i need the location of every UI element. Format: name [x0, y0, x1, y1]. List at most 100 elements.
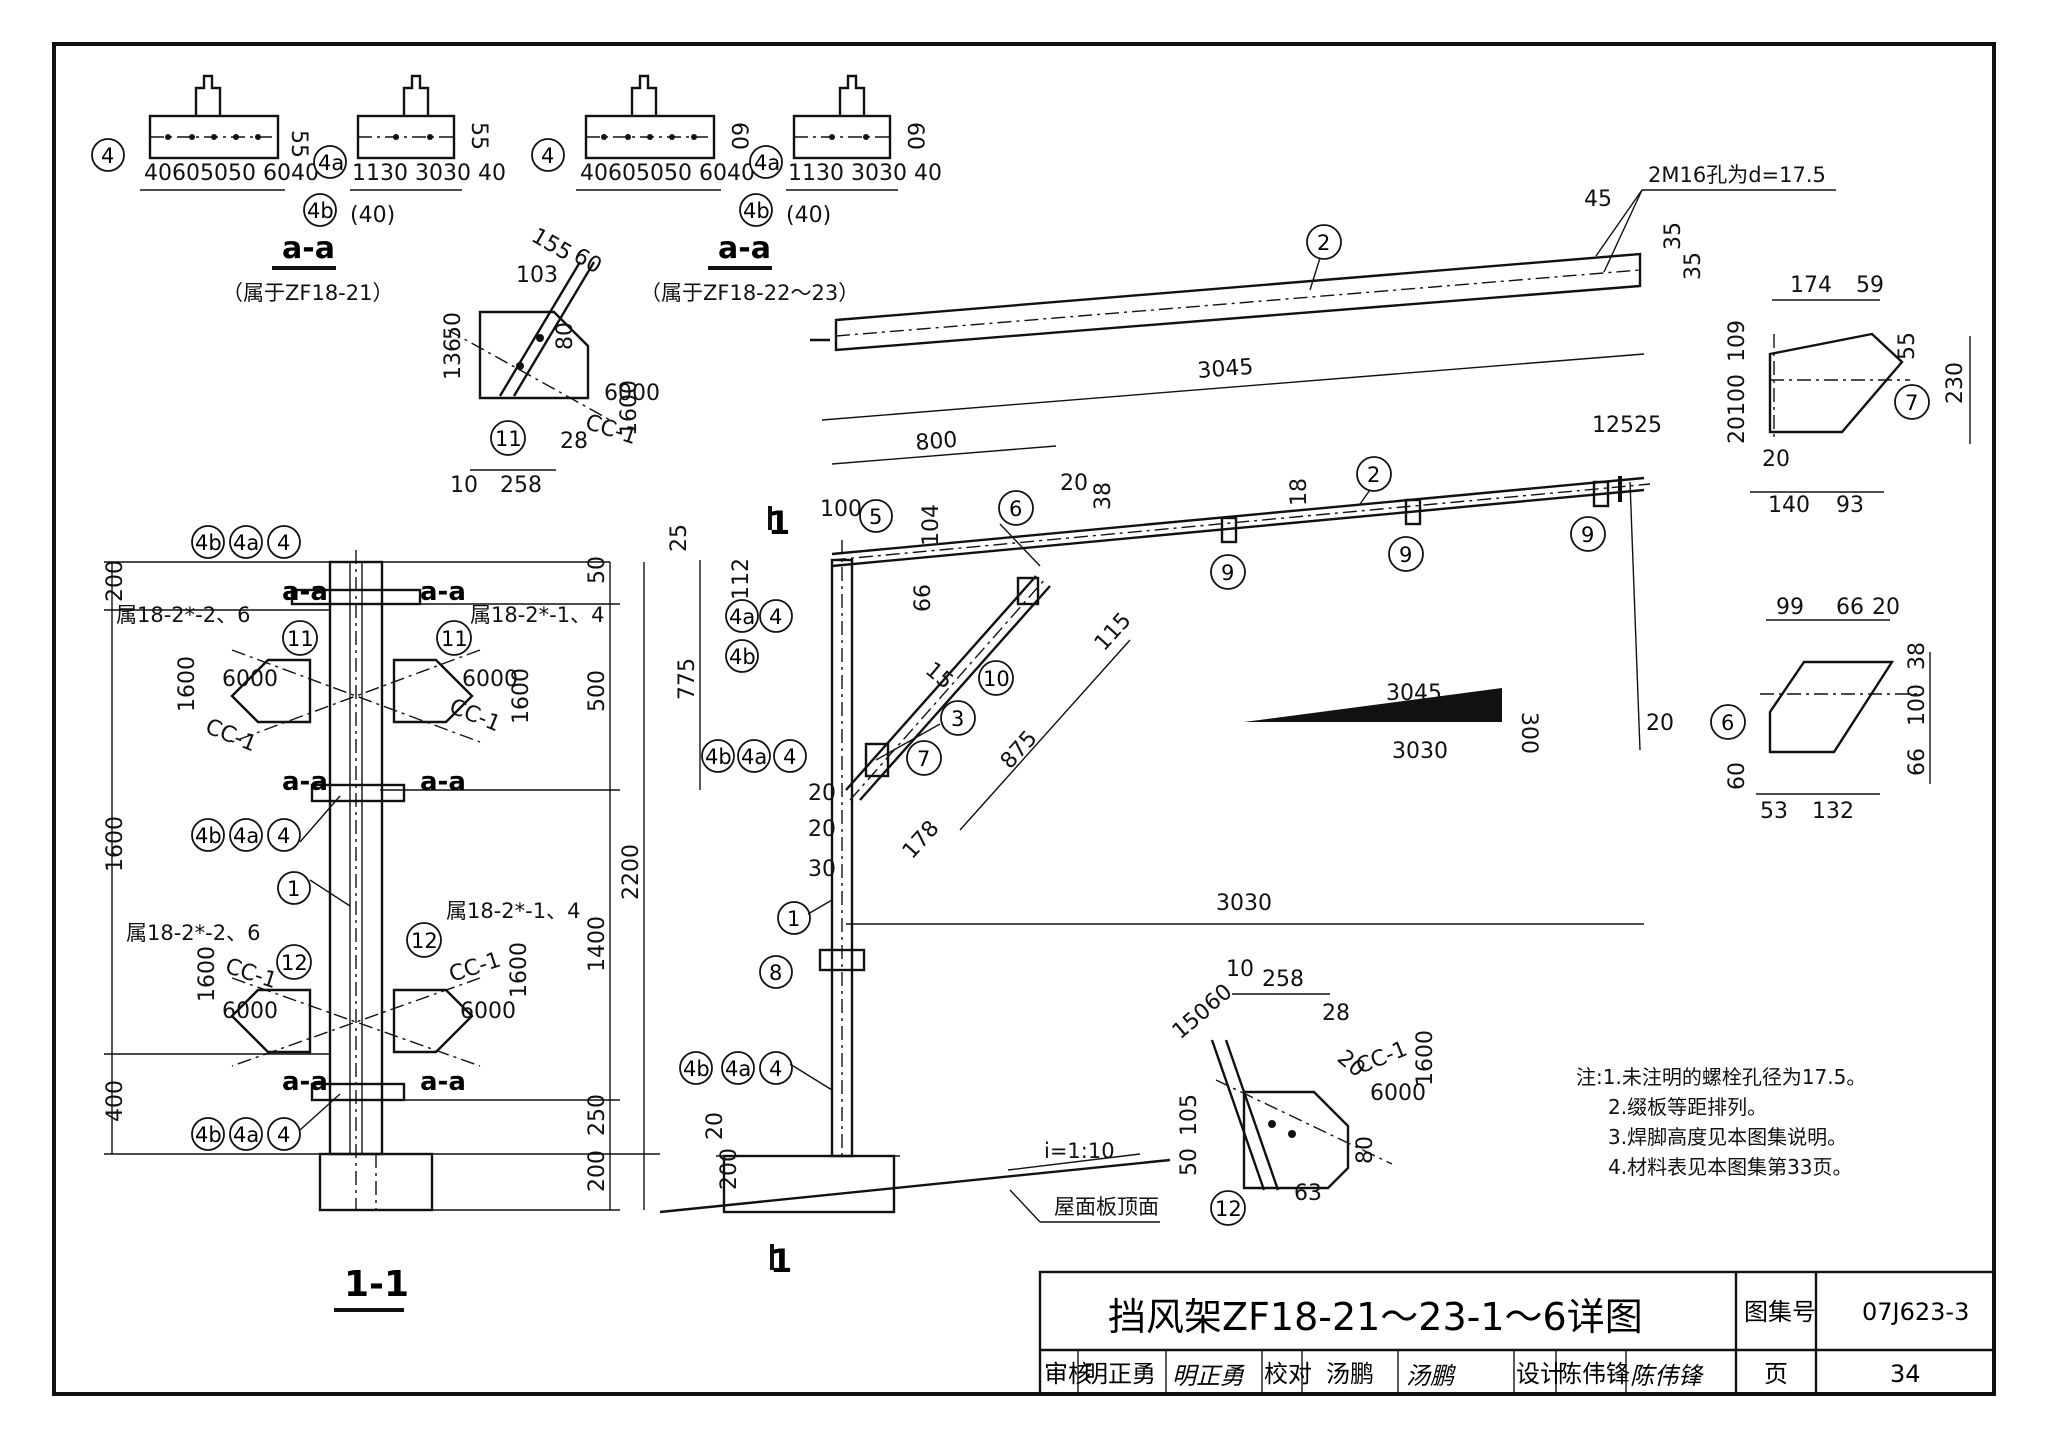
dimension-label: 300	[1516, 712, 1541, 754]
dimension-label: 10	[1226, 957, 1254, 982]
dimension-label: 4a	[233, 824, 259, 848]
dimension-label: 4a	[318, 151, 344, 175]
dimension-label: 28	[560, 429, 588, 454]
dimension-label: 104	[919, 504, 944, 546]
dimension-label: 1600	[103, 816, 128, 872]
part-callout-2: 2	[1306, 224, 1342, 260]
dimension-label: 25	[667, 524, 692, 552]
dimension-label: a-a	[282, 1067, 328, 1097]
part-callout-4: 4	[267, 1117, 301, 1151]
dimension-label: 4a	[233, 1123, 259, 1147]
plate-12-detail: 258 10 150 60 28 20 105 50 80 63 6000 CC…	[1168, 957, 1438, 1226]
dimension-label: 500	[585, 670, 610, 712]
dimension-label: 3030	[1216, 891, 1272, 916]
aa2b-dim-40: (40)	[786, 203, 831, 228]
sheet-border	[52, 42, 1996, 1396]
dimension-label: 4	[783, 745, 796, 769]
atlas-label: 图集号	[1744, 1298, 1816, 1326]
part-callout-9: 9	[1210, 554, 1246, 590]
dimension-label: 7	[917, 747, 930, 771]
dimension-label: 6000	[222, 667, 278, 692]
part-callout-4: 4	[759, 1051, 793, 1085]
dimension-label: 4b	[195, 531, 222, 555]
dimension-label: 属18-2*-2、6	[126, 921, 260, 945]
plate-7-detail: 174 59 140 93 20 230 55 109 20100 7	[1725, 273, 1971, 518]
note-3: 3.焊脚高度见本图集说明。	[1608, 1125, 1847, 1149]
dimension-label: 9	[1581, 523, 1594, 547]
design-label: 设计	[1516, 1360, 1564, 1388]
section-1-1: 200 1600 400 50 500 1400 250 200 2200 a-…	[103, 525, 660, 1312]
dimension-label: 800	[915, 428, 959, 456]
dimension-label: 140	[1768, 493, 1810, 518]
check-signature: 汤鹏	[1406, 1362, 1457, 1390]
dimension-label: 99	[1776, 595, 1804, 620]
part-callout-11: 11	[490, 420, 526, 456]
part-callout-4: 4	[267, 818, 301, 852]
aa1-title: a-a	[282, 231, 335, 266]
part-callout-4b: 4b	[725, 639, 759, 673]
dimension-label: 6	[1721, 711, 1734, 735]
aa2-note: （属于ZF18-22～23）	[640, 281, 859, 305]
dimension-label: 3030	[1392, 739, 1448, 764]
dimension-label: 6000	[604, 381, 660, 406]
dimension-label: 66	[911, 584, 936, 612]
part-callout-4: 4	[759, 599, 793, 633]
dimension-label: 4	[769, 605, 782, 629]
dimension-label: 4b	[307, 199, 334, 223]
dimension-label: 55	[1895, 332, 1920, 360]
dimension-label: 1600	[617, 380, 642, 436]
check-label: 校对	[1264, 1360, 1312, 1388]
aa2-dim-row: 40605050 6040	[580, 161, 755, 186]
dimension-label: 200	[585, 1150, 610, 1192]
dimension-label: 2	[1317, 231, 1330, 255]
part-callout-7: 7	[906, 740, 942, 776]
part-callout-11: 11	[282, 620, 318, 656]
s11-title: 1-1	[344, 1264, 409, 1305]
part-callout-2: 2	[1356, 456, 1392, 492]
dimension-label: 6000	[222, 999, 278, 1024]
part-callout-4: 4	[773, 739, 807, 773]
part-callout-4b: 4b	[191, 818, 225, 852]
section-aa-1: 40605050 6040 55 4	[91, 74, 319, 191]
dimension-label: 属18-2*-1、4	[446, 899, 580, 923]
dimension-label: 93	[1836, 493, 1864, 518]
part-callout-9: 9	[1570, 516, 1606, 552]
dimension-label: 11	[495, 427, 522, 451]
page-label: 页	[1764, 1360, 1788, 1388]
dimension-label: 115	[1090, 608, 1137, 656]
dimension-label: 178	[898, 816, 945, 864]
dimension-label: 1600	[507, 942, 532, 998]
plate-6-detail: 99 66 20 53 132 38 100 66 60 6	[1710, 595, 1931, 824]
dimension-label: 66	[1905, 748, 1930, 776]
dimension-label: 109	[1725, 320, 1750, 362]
dimension-label: 35	[1681, 252, 1706, 280]
dimension-label: i=1:10	[1044, 1139, 1115, 1163]
dimension-label: a-a	[282, 767, 328, 797]
dimension-label: 50	[585, 556, 610, 584]
part-callout-4b: 4b	[303, 193, 337, 227]
dimension-label: 3045	[1197, 355, 1255, 384]
dimension-label: 200	[717, 1148, 742, 1190]
dimension-label: 258	[500, 473, 542, 498]
part-callout-4a: 4a	[721, 1051, 755, 1085]
review-label: 审核	[1044, 1360, 1092, 1388]
dimension-label: 20	[703, 1112, 728, 1140]
dimension-label: 20	[1646, 711, 1674, 736]
dimension-label: 200	[103, 560, 128, 602]
dimension-label: 15	[920, 657, 958, 694]
dimension-label: 258	[1262, 967, 1304, 992]
dimension-label: 125	[1592, 413, 1634, 438]
dimension-label: 12	[411, 929, 438, 953]
dimension-label: 4b	[743, 199, 770, 223]
part-callout-4a: 4a	[737, 739, 771, 773]
dimension-label: 11	[287, 627, 314, 651]
dimension-label: 20	[808, 817, 836, 842]
dimension-label: 35	[1661, 222, 1686, 250]
dimension-label: CC-1	[222, 954, 280, 994]
part-callout-4a: 4a	[229, 818, 263, 852]
dimension-label: 2200	[619, 844, 644, 900]
dimension-label: 1400	[585, 916, 610, 972]
part-callout-12: 12	[276, 944, 312, 980]
dimension-label: 12	[1215, 1197, 1242, 1221]
